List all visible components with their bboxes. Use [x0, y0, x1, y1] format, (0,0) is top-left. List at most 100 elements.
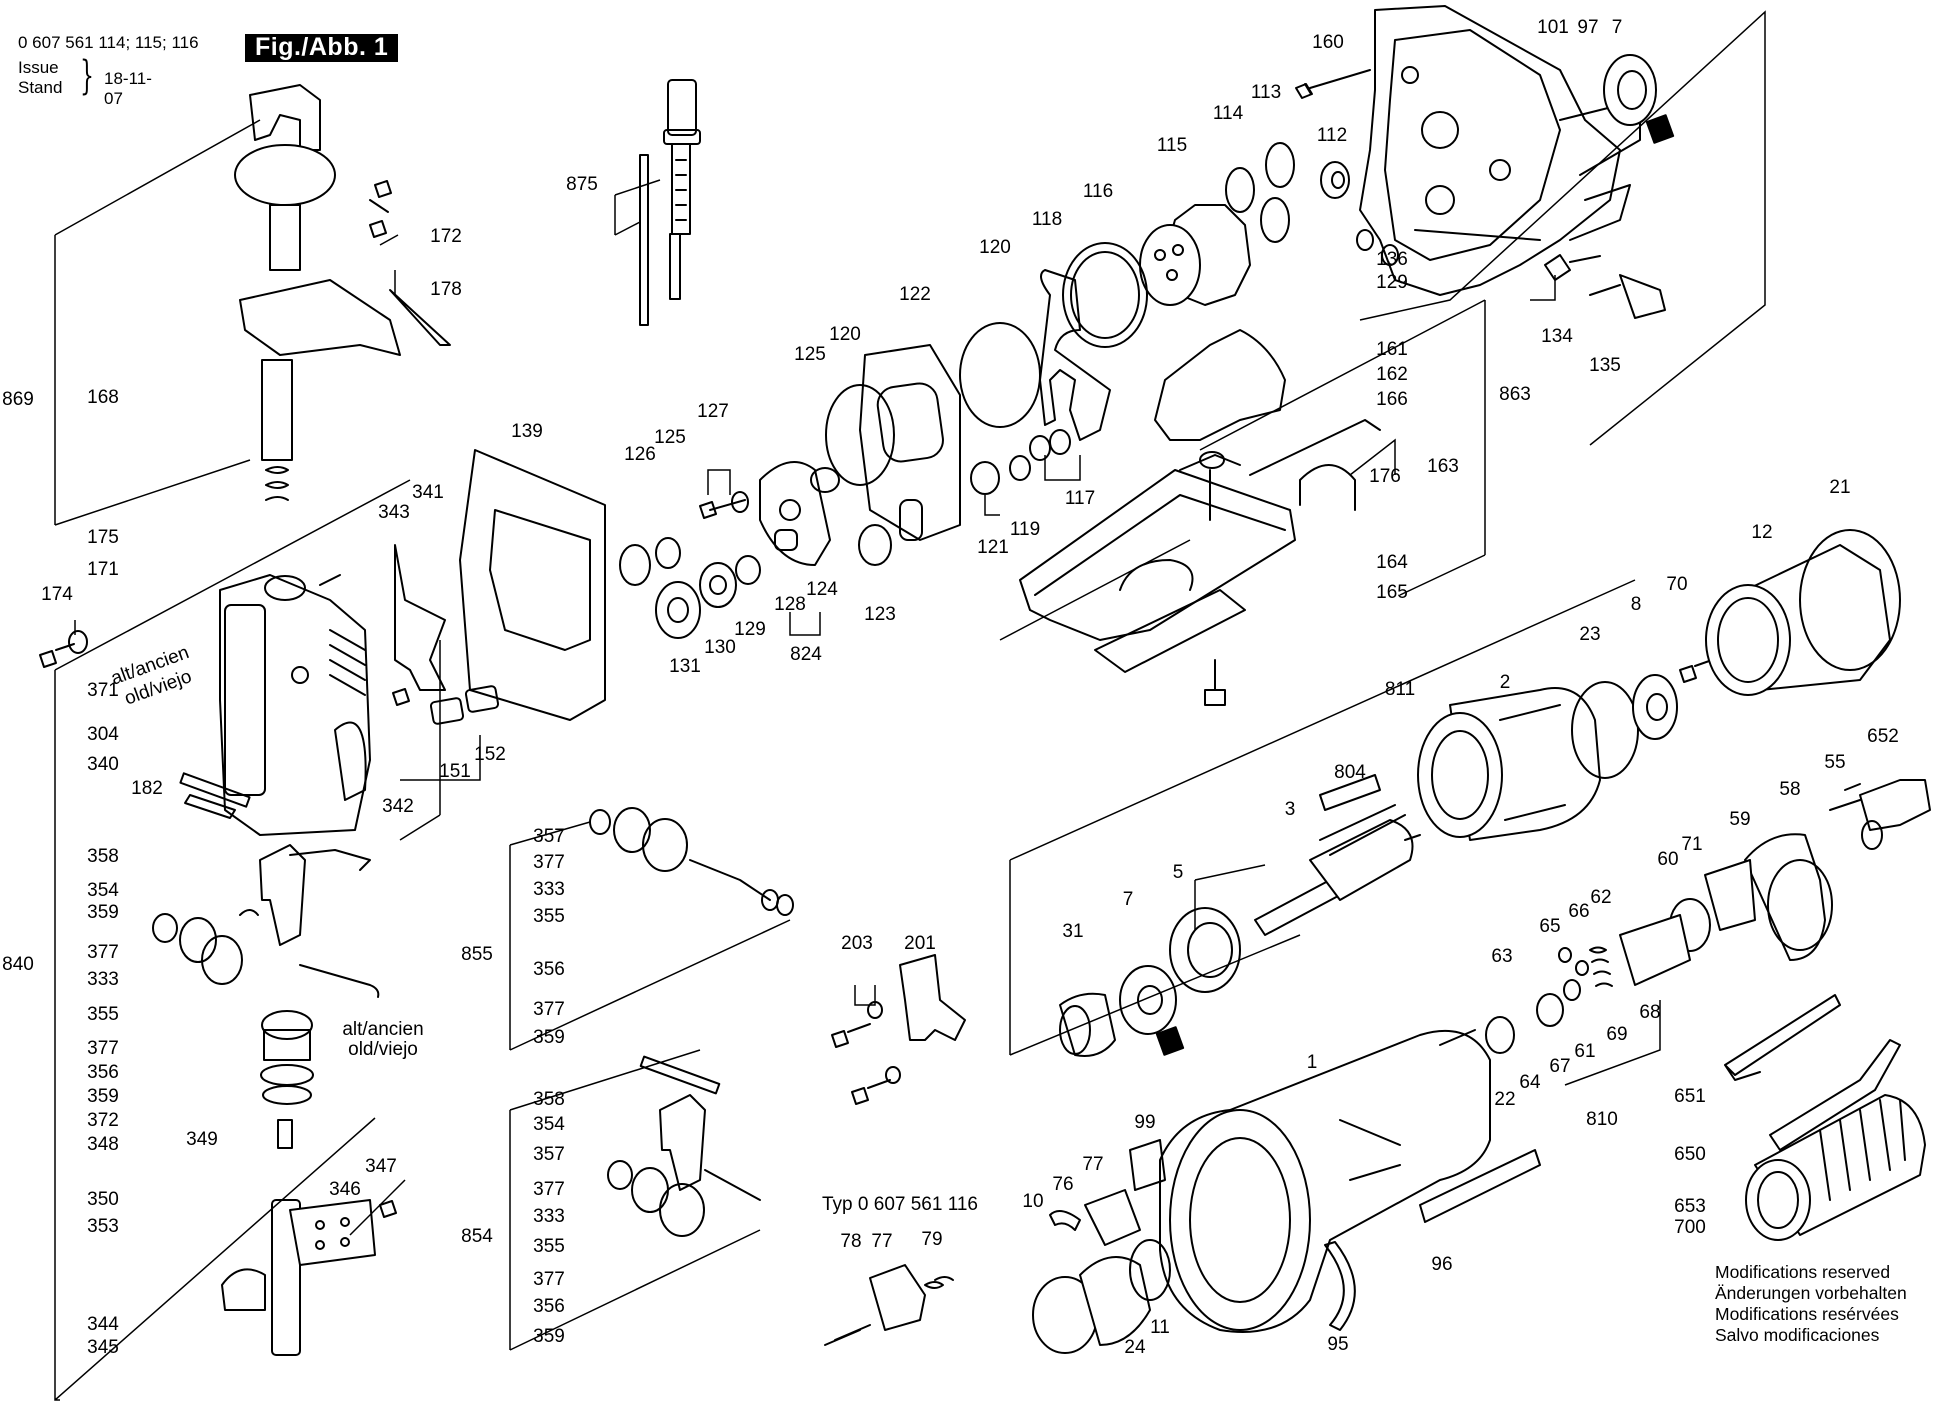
label-76: 76 — [1052, 1174, 1073, 1195]
label-355b: 355 — [533, 1236, 565, 1257]
label-357b: 357 — [533, 1144, 565, 1165]
label-347: 347 — [365, 1156, 397, 1177]
label-65: 65 — [1539, 916, 1560, 937]
rod-166-drawing — [1249, 419, 1381, 476]
label-old-2: old/viejo — [348, 1039, 418, 1060]
label-172: 172 — [430, 226, 462, 247]
label-118: 118 — [1032, 209, 1062, 230]
ring-116-inner — [1070, 251, 1140, 339]
label-134: 134 — [1541, 326, 1573, 347]
label-11: 11 — [1150, 1317, 1170, 1338]
label-131: 131 — [669, 656, 701, 677]
label-115: 115 — [1157, 135, 1187, 156]
rotor-drawing — [1254, 804, 1421, 936]
label-333: 333 — [533, 879, 565, 900]
label-355: 355 — [533, 906, 565, 927]
label-371: 371 — [87, 680, 119, 701]
label-22: 22 — [1494, 1089, 1515, 1110]
label-119: 119 — [1010, 519, 1040, 540]
label-12: 12 — [1751, 522, 1772, 543]
part-labels: 160 101 97 7 113 114 112 115 116 118 120… — [2, 17, 1899, 1358]
label-68: 68 — [1639, 1002, 1660, 1023]
label-348: 348 — [87, 1134, 119, 1155]
notice-line: Salvo modificaciones — [1715, 1325, 1880, 1345]
label-69: 69 — [1606, 1024, 1627, 1045]
label-377d: 377 — [533, 1269, 565, 1290]
label-653: 653 — [1674, 1196, 1706, 1217]
bearing-7-drawing — [1603, 54, 1675, 144]
label-356b: 356 — [533, 1296, 565, 1317]
label-354: 354 — [533, 1114, 565, 1135]
label-824: 824 — [790, 644, 822, 665]
label-353: 353 — [87, 1216, 119, 1237]
label-116: 116 — [1083, 181, 1113, 202]
label-166: 166 — [1376, 389, 1408, 410]
label-377c: 377 — [533, 1179, 565, 1200]
label-182: 182 — [131, 778, 163, 799]
label-377: 377 — [533, 852, 565, 873]
screw-160-drawing — [1295, 69, 1371, 99]
fitting-652-drawing — [1859, 779, 1931, 831]
label-8: 8 — [1631, 594, 1642, 615]
motor-housing-1-drawing — [1159, 1029, 1491, 1333]
label-855: 855 — [461, 944, 493, 965]
label-139: 139 — [511, 421, 543, 442]
label-810: 810 — [1586, 1109, 1618, 1130]
label-356: 356 — [533, 959, 565, 980]
label-359d: 359 — [87, 1086, 119, 1107]
label-343: 343 — [378, 502, 410, 523]
label-349: 349 — [186, 1129, 218, 1150]
label-355c: 355 — [87, 1004, 119, 1025]
label-162: 162 — [1376, 364, 1408, 385]
label-78: 78 — [840, 1231, 861, 1252]
roller-set-855-drawing — [589, 807, 794, 916]
base-plate-164-drawing — [1019, 451, 1296, 641]
label-651: 651 — [1674, 1086, 1706, 1107]
label-161: 161 — [1376, 339, 1408, 360]
issue-block: Issue Stand } 18-11-07 — [18, 54, 168, 108]
label-875: 875 — [566, 174, 598, 195]
figure-badge: Fig./Abb. 1 — [245, 34, 399, 62]
label-5: 5 — [1173, 862, 1184, 883]
label-77: 77 — [1082, 1154, 1103, 1175]
label-125: 125 — [794, 344, 826, 365]
label-863: 863 — [1499, 384, 1531, 405]
label-21: 21 — [1829, 477, 1850, 498]
label-377f: 377 — [87, 1038, 119, 1059]
label-95: 95 — [1327, 1334, 1348, 1355]
label-129b: 129 — [734, 619, 766, 640]
label-3: 3 — [1285, 799, 1296, 820]
label-127: 127 — [697, 401, 729, 422]
label-10: 10 — [1022, 1191, 1043, 1212]
label-869: 869 — [2, 389, 34, 410]
label-66: 66 — [1568, 901, 1589, 922]
label-96: 96 — [1431, 1254, 1452, 1275]
label-128: 128 — [774, 594, 806, 615]
fan-5-drawing — [1169, 907, 1241, 993]
label-333c: 333 — [87, 969, 119, 990]
needle-bearings-drawing — [1225, 142, 1350, 243]
label-377e: 377 — [87, 942, 119, 963]
field-ring-12-drawing — [1705, 544, 1891, 696]
label-340: 340 — [87, 754, 119, 775]
label-135: 135 — [1589, 355, 1621, 376]
bracket-118-drawing — [1039, 269, 1111, 441]
spindle-875-drawing — [639, 79, 701, 326]
label-alt-2: alt/ancien — [342, 1019, 423, 1040]
label-151: 151 — [439, 761, 471, 782]
bush-31-drawing — [1059, 992, 1116, 1057]
label-165: 165 — [1376, 582, 1408, 603]
ring-21-drawing — [1799, 529, 1901, 671]
label-160: 160 — [1312, 32, 1344, 53]
stator-2-drawing — [1417, 687, 1601, 841]
label-122: 122 — [899, 284, 931, 305]
label-354b: 354 — [87, 880, 119, 901]
label-346: 346 — [329, 1179, 361, 1200]
label-64: 64 — [1519, 1072, 1541, 1093]
label-99: 99 — [1134, 1112, 1155, 1133]
label-357: 357 — [533, 826, 565, 847]
label-136: 136 — [1376, 249, 1408, 270]
label-121: 121 — [977, 537, 1009, 558]
label-59: 59 — [1729, 809, 1750, 830]
label-129: 129 — [1376, 272, 1408, 293]
